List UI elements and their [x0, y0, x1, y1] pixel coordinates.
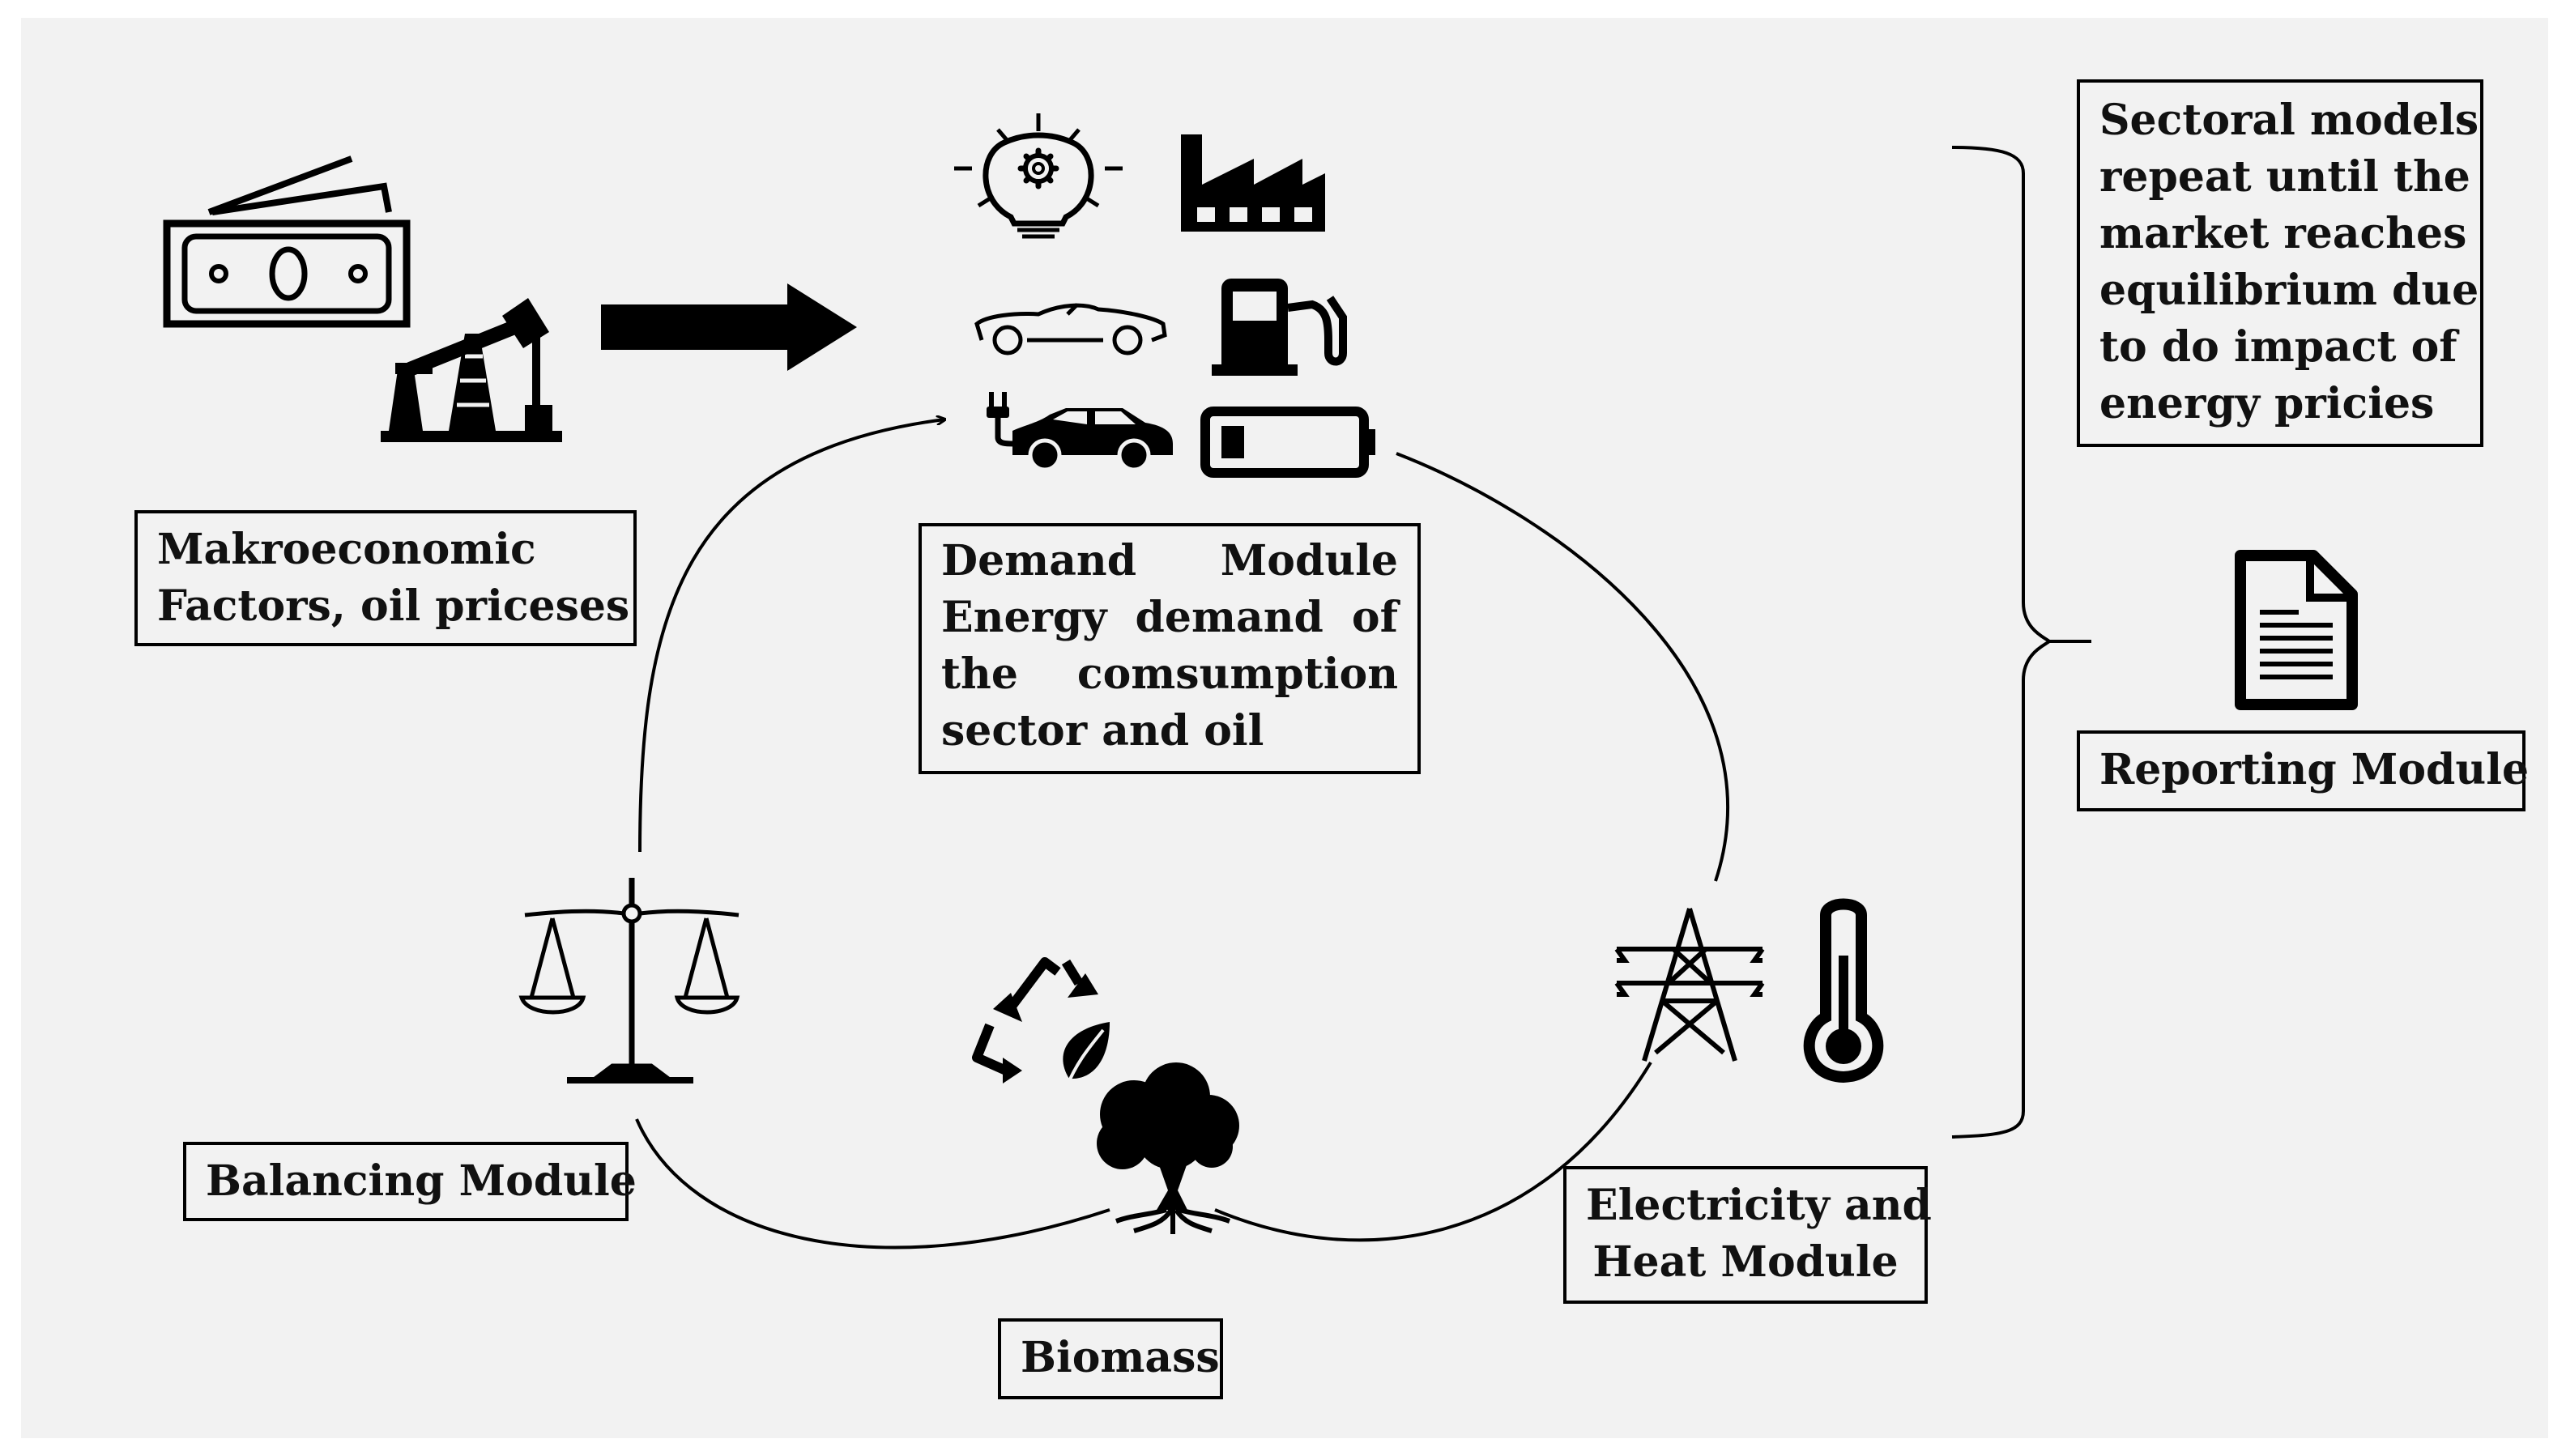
thermometer-icon: [1803, 898, 1884, 1083]
macro-factors-box: Makroeconomic Factors, oil priceses: [134, 510, 637, 646]
reporting-bracket: [1951, 146, 2052, 1139]
electric-car-icon: [987, 392, 1173, 472]
demand-line-2: Energy demand of: [941, 593, 1398, 642]
sectoral-line-4: equilibrium due: [2099, 266, 2479, 315]
demand-module-box: Demand Module Energy demand of the comsu…: [919, 523, 1421, 774]
lightbulb-gear-icon: [954, 113, 1123, 239]
money-icon: [163, 155, 411, 328]
oil-pump-icon: [381, 298, 562, 442]
biomass-to-electricity-curve: [1214, 1061, 1652, 1242]
battery-icon: [1200, 407, 1375, 478]
balancing-to-demand-arrow: [638, 419, 944, 853]
demand-line-1: Demand Module: [941, 536, 1398, 585]
demand-to-electricity-curve: [1396, 452, 1729, 882]
reporting-module-box: Reporting Module: [2077, 730, 2530, 811]
sectoral-line-1: Sectoral models: [2099, 96, 2479, 145]
demand-line-3: the comsumption: [941, 649, 1398, 699]
macro-line-1: Makroeconomic: [157, 525, 536, 574]
factory-icon: [1181, 134, 1325, 232]
macro-line-2: Factors, oil priceses: [157, 581, 630, 631]
electricity-line-2: Heat Module: [1592, 1237, 1899, 1287]
flow-arrow: [601, 283, 857, 371]
cycle-arrows: [635, 419, 1729, 1250]
balancing-to-biomass-curve: [635, 1118, 1110, 1250]
scales-icon: [518, 878, 740, 1083]
fuel-pump-icon: [1212, 279, 1347, 376]
demand-line-4: sector and oil: [941, 706, 1264, 756]
sectoral-line-3: market reaches: [2099, 209, 2467, 258]
sectoral-line-5: to do impact of: [2099, 322, 2457, 372]
electricity-line-1: Electricity and: [1586, 1181, 1932, 1230]
reporting-label: Reporting Module: [2099, 745, 2530, 794]
biomass-box: Biomass: [998, 1318, 1223, 1399]
document-icon: [2235, 550, 2358, 710]
power-pylon-icon: [1614, 908, 1765, 1062]
car-icon: [974, 303, 1167, 355]
recycle-leaf-icon: [972, 957, 1110, 1089]
sectoral-line-6: energy pricies: [2099, 379, 2435, 428]
biomass-label: Biomass: [1021, 1333, 1220, 1382]
tree-icon: [1097, 1062, 1239, 1234]
balancing-module-box: Balancing Module: [183, 1142, 637, 1221]
sectoral-models-box: Sectoral models repeat until the market …: [2077, 79, 2483, 447]
electricity-heat-box: Electricity and Heat Module: [1563, 1166, 1932, 1304]
balancing-label: Balancing Module: [206, 1156, 637, 1206]
sectoral-line-2: repeat until the: [2099, 152, 2470, 202]
